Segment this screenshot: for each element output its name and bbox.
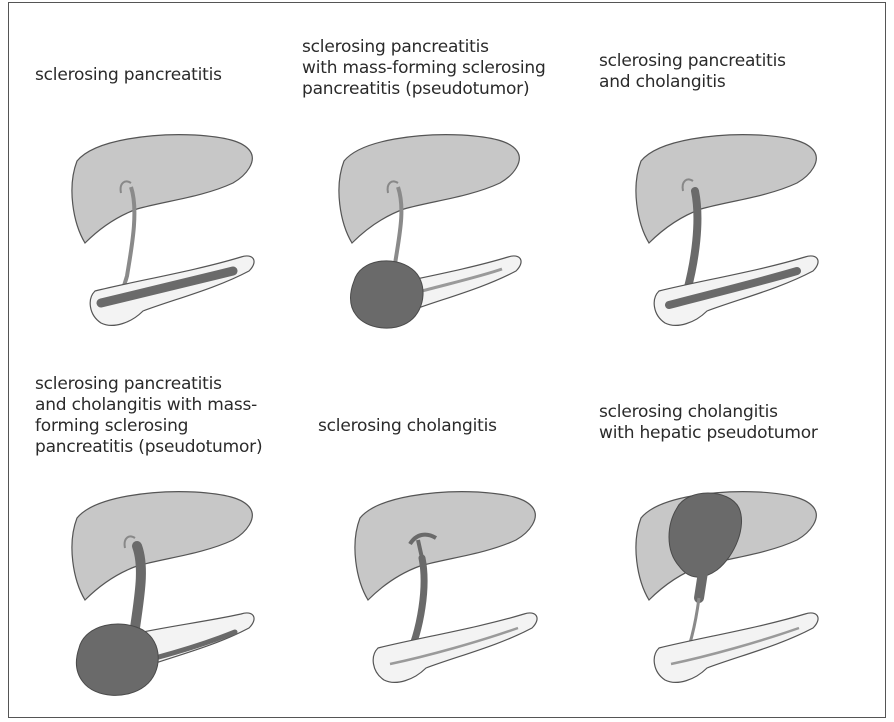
organ-illustration xyxy=(318,488,610,718)
liver xyxy=(72,492,252,600)
panel-label: sclerosing cholangitis xyxy=(318,416,610,437)
figure-frame: sclerosing pancreatitis sclerosing pancr… xyxy=(8,2,886,718)
pancreatic-head-mass xyxy=(351,261,424,328)
liver xyxy=(636,135,816,243)
panel-label: sclerosing pancreatitis xyxy=(35,65,327,86)
panel-sclerosing-pancreatitis-mass: sclerosing pancreatitis with mass-formin… xyxy=(302,3,594,358)
organ-illustration xyxy=(35,131,327,361)
panel-sclerosing-cholangitis: sclerosing cholangitis xyxy=(318,358,610,713)
liver xyxy=(339,135,519,243)
bile-duct-lesion xyxy=(699,572,703,598)
panel-sclerosing-pancreatitis-cholangitis-mass: sclerosing pancreatitis and cholangitis … xyxy=(35,358,327,713)
panel-sclerosing-pancreatitis-cholangitis: sclerosing pancreatitis and cholangitis xyxy=(599,3,891,358)
hepatic-pseudotumor xyxy=(669,493,742,577)
panel-label: sclerosing cholangitis with hepatic pseu… xyxy=(599,402,891,444)
organ-illustration xyxy=(599,131,891,361)
panel-sclerosing-cholangitis-hepatic-pseudotumor: sclerosing cholangitis with hepatic pseu… xyxy=(599,358,891,713)
pancreatic-head-mass xyxy=(76,624,158,695)
panel-label: sclerosing pancreatitis with mass-formin… xyxy=(302,37,594,100)
panel-sclerosing-pancreatitis: sclerosing pancreatitis xyxy=(35,3,327,358)
organ-illustration xyxy=(302,131,594,361)
panel-label: sclerosing pancreatitis and cholangitis xyxy=(599,51,891,93)
panel-label: sclerosing pancreatitis and cholangitis … xyxy=(35,374,327,458)
bile-duct-lesion xyxy=(135,546,141,628)
organ-illustration xyxy=(599,488,891,718)
pancreas xyxy=(90,256,254,325)
liver xyxy=(355,492,535,600)
organ-illustration xyxy=(35,488,327,718)
liver xyxy=(72,135,252,243)
